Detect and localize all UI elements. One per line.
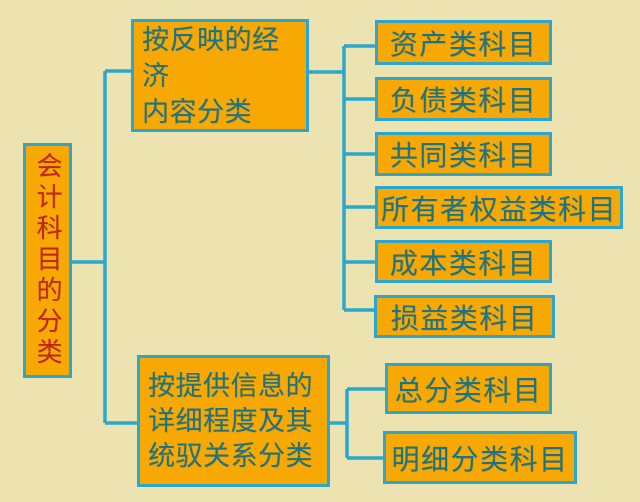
branch-node-economic-content: 按反映的经济 内容分类 bbox=[131, 19, 309, 132]
leaf-node-general-classification: 总分类科目 bbox=[385, 363, 552, 414]
leaf-node-detailed-classification: 明细分类科目 bbox=[383, 431, 577, 484]
branch-detail-line-1: 按提供信息的 bbox=[148, 370, 313, 401]
branch-detail-line-2: 详细程度及其 bbox=[148, 405, 313, 436]
branch-detail-line-3: 统驭关系分类 bbox=[148, 440, 313, 471]
leaf-node-assets: 资产类科目 bbox=[375, 20, 552, 65]
branch-node-detail-level: 按提供信息的 详细程度及其 统驭关系分类 bbox=[137, 355, 330, 487]
leaf-node-owners-equity: 所有者权益类科目 bbox=[375, 186, 623, 229]
leaf-node-cost: 成本类科目 bbox=[375, 240, 552, 283]
root-node-accounting-subject-classification: 会计科目的分类 bbox=[23, 143, 72, 378]
leaf-node-common: 共同类科目 bbox=[375, 132, 552, 176]
leaf-node-liabilities: 负债类科目 bbox=[375, 77, 552, 121]
leaf-node-profit-loss: 损益类科目 bbox=[374, 295, 555, 338]
branch-economic-line-1: 按反映的经济 bbox=[142, 24, 280, 91]
branch-economic-line-2: 内容分类 bbox=[142, 96, 252, 127]
